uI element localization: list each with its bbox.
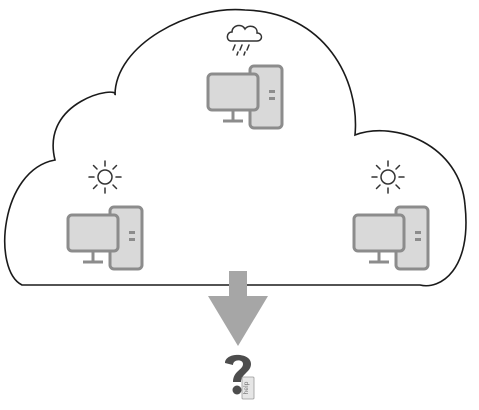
down-arrow-icon <box>208 271 268 346</box>
desktop-computer-icon <box>206 64 284 130</box>
desktop-computer-icon <box>352 205 430 271</box>
sun-icon <box>371 160 405 194</box>
help-label: help <box>243 381 250 394</box>
question-mark-help-icon: help <box>225 354 255 400</box>
sun-icon <box>88 160 122 194</box>
rain-cloud-icon <box>226 24 263 56</box>
desktop-computer-icon <box>66 205 144 271</box>
